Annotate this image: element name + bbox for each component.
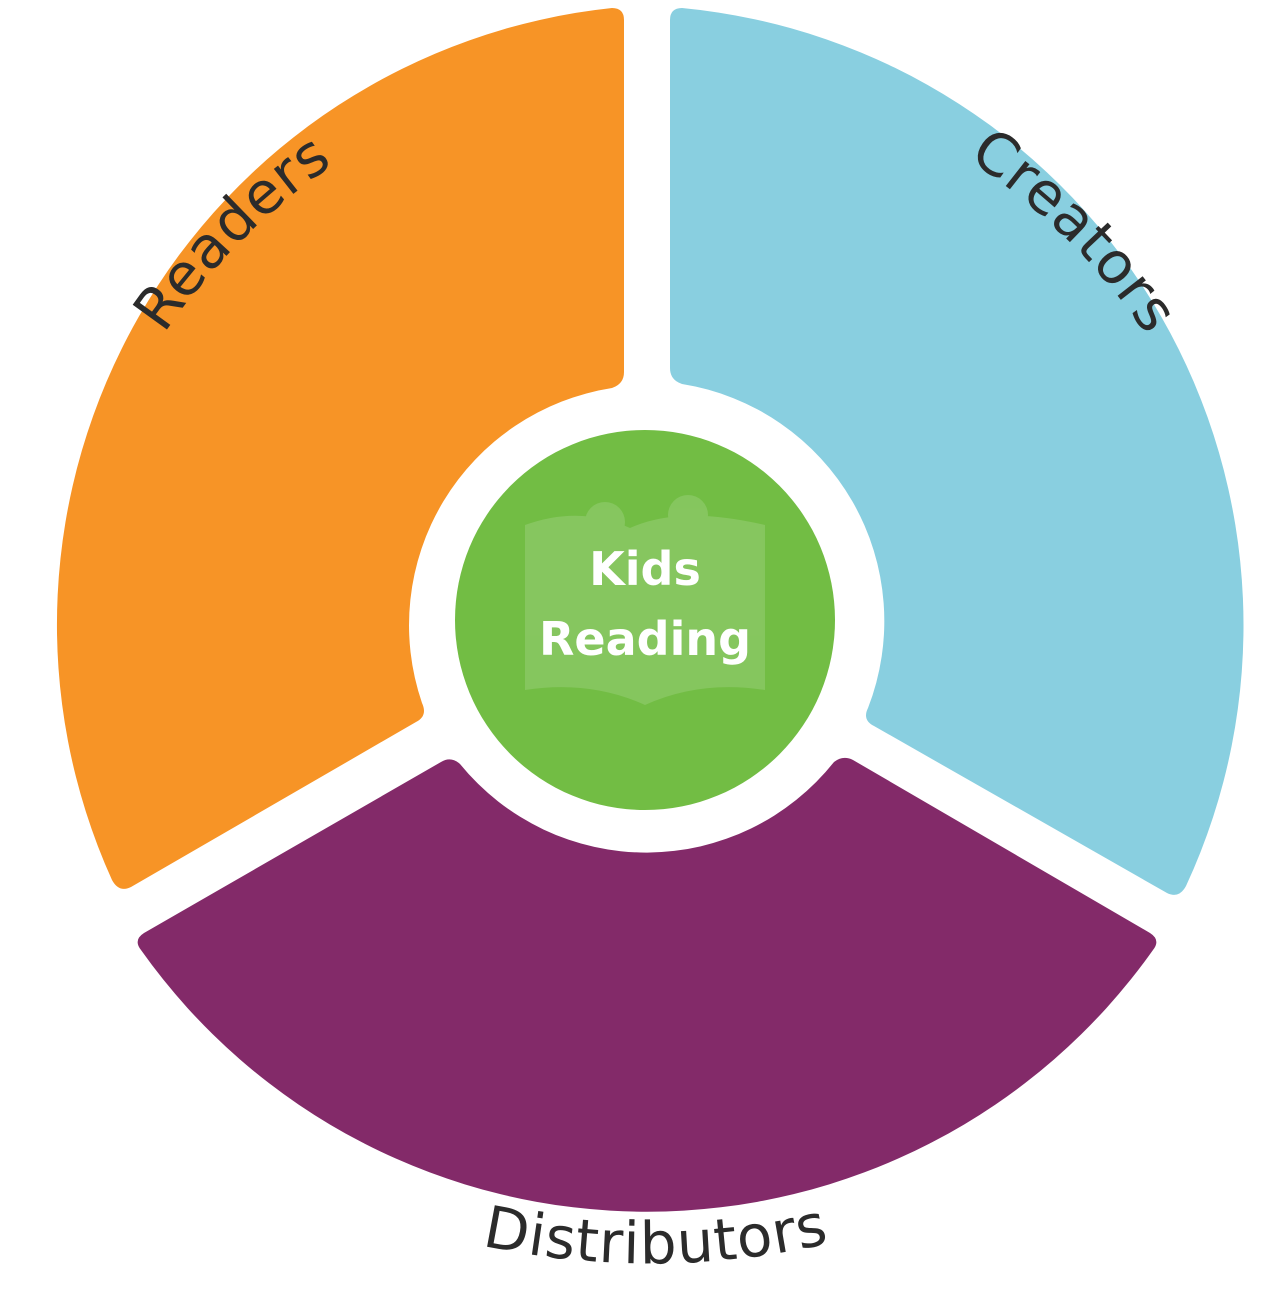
- segment-creators: [670, 8, 1244, 895]
- center-title-line2: Reading: [539, 612, 751, 666]
- book-person-icon: [525, 495, 765, 705]
- center-circle: [455, 430, 835, 810]
- segment-readers: [56, 8, 624, 889]
- segment-distributors: [137, 757, 1157, 1212]
- center-title-line1: Kids: [589, 542, 701, 596]
